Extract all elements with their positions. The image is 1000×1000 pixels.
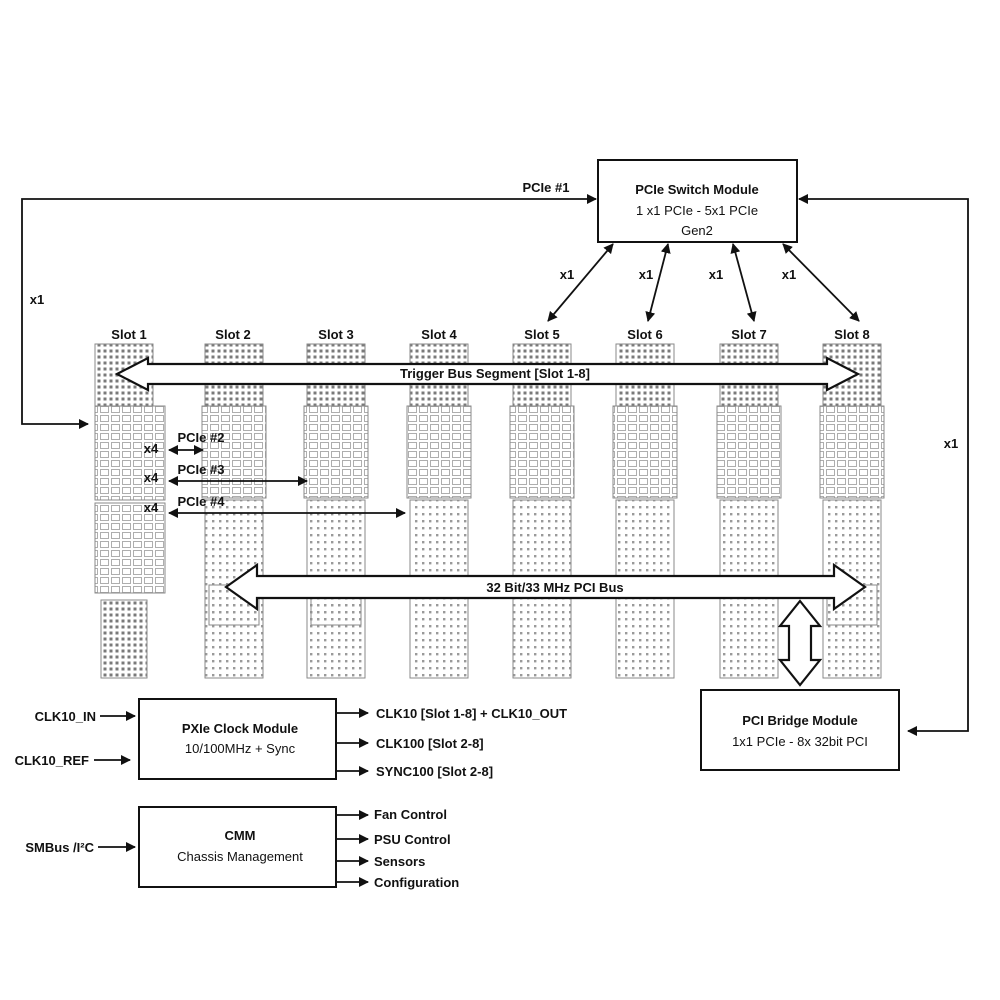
pcie3-label: PCIe #3 bbox=[178, 462, 225, 477]
clk10-out-label: CLK10 [Slot 1-8] + CLK10_OUT bbox=[376, 706, 567, 721]
pcie1-label: PCIe #1 bbox=[523, 180, 570, 195]
psu-control-label: PSU Control bbox=[374, 832, 451, 847]
pcie2-label: PCIe #2 bbox=[178, 430, 225, 445]
pcie4-label: PCIe #4 bbox=[178, 494, 226, 509]
x1-link-label-slot6: x1 bbox=[639, 267, 653, 282]
slot-label-1: Slot 1 bbox=[111, 327, 146, 342]
slot-8-mid-connector bbox=[819, 405, 885, 499]
trigger-bus-label: Trigger Bus Segment [Slot 1-8] bbox=[400, 366, 590, 381]
slot-label-7: Slot 7 bbox=[731, 327, 766, 342]
x4-label-2: x4 bbox=[144, 470, 159, 485]
slot-label-5: Slot 5 bbox=[524, 327, 559, 342]
clk10-ref-label: CLK10_REF bbox=[15, 753, 89, 768]
slot-5-mid-connector bbox=[509, 405, 575, 499]
slot1-x4-links: x4 x4 x4 PCIe #2 PCIe #3 PCIe #4 bbox=[144, 430, 406, 518]
bridge-bus-arrow bbox=[777, 599, 823, 687]
pcie-switch-module: PCIe Switch Module 1 x1 PCIe - 5x1 PCIe … bbox=[597, 159, 798, 243]
pci-bus-label: 32 Bit/33 MHz PCI Bus bbox=[486, 580, 623, 595]
switch-module-line2: Gen2 bbox=[681, 223, 713, 238]
slot-3-mid-connector bbox=[303, 405, 369, 499]
clk100-label: CLK100 [Slot 2-8] bbox=[376, 736, 484, 751]
slot-1-low-connector bbox=[94, 502, 166, 594]
pcie1-link: PCIe #1 x1 bbox=[21, 180, 597, 429]
clk10-in-label: CLK10_IN bbox=[35, 709, 96, 724]
x1-link-label-slot7: x1 bbox=[709, 267, 723, 282]
slot-2-mid-connector bbox=[201, 405, 267, 499]
cmm-line1: Chassis Management bbox=[177, 849, 303, 864]
smbus-label: SMBus /I²C bbox=[25, 840, 94, 855]
x1-left-label: x1 bbox=[30, 292, 44, 307]
bridge-module-title: PCI Bridge Module bbox=[742, 713, 858, 728]
cmm-title: CMM bbox=[224, 828, 255, 843]
slot-label-4: Slot 4 bbox=[421, 327, 457, 342]
slot-label-3: Slot 3 bbox=[318, 327, 353, 342]
slot-label-2: Slot 2 bbox=[215, 327, 250, 342]
sensors-label: Sensors bbox=[374, 854, 425, 869]
slot-label-8: Slot 8 bbox=[834, 327, 869, 342]
sync100-label: SYNC100 [Slot 2-8] bbox=[376, 764, 493, 779]
slot-7-mid-connector bbox=[716, 405, 782, 499]
slot-1-bottom-connector bbox=[100, 599, 148, 679]
clock-module-line1: 10/100MHz + Sync bbox=[185, 741, 296, 756]
switch-module-title: PCIe Switch Module bbox=[635, 182, 759, 197]
bridge-module-line1: 1x1 PCIe - 8x 32bit PCI bbox=[732, 734, 868, 749]
slot-6-mid-connector bbox=[612, 405, 678, 499]
trigger-bus-arrow: Trigger Bus Segment [Slot 1-8] bbox=[114, 356, 861, 392]
cmm-module: CMM Chassis Management SMBus /I²C Fan Co… bbox=[25, 806, 459, 890]
x1-link-label-slot5: x1 bbox=[560, 267, 574, 282]
switch-module-line1: 1 x1 PCIe - 5x1 PCIe bbox=[636, 203, 758, 218]
slot-4-mid-connector bbox=[406, 405, 472, 499]
clock-module-title: PXIe Clock Module bbox=[182, 721, 298, 736]
x4-label-1: x4 bbox=[144, 441, 159, 456]
pxie-clock-module: PXIe Clock Module 10/100MHz + Sync CLK10… bbox=[15, 698, 567, 780]
slot-connectors bbox=[94, 343, 885, 679]
pci-bridge-module: PCI Bridge Module 1x1 PCIe - 8x 32bit PC… bbox=[700, 689, 900, 771]
switch-slot-links: x1 x1 x1 x1 bbox=[547, 243, 860, 322]
slot-labels: Slot 1 Slot 2 Slot 3 Slot 4 Slot 5 Slot … bbox=[111, 327, 869, 342]
fan-control-label: Fan Control bbox=[374, 807, 447, 822]
configuration-label: Configuration bbox=[374, 875, 459, 890]
x1-right-label: x1 bbox=[944, 436, 958, 451]
x4-label-3: x4 bbox=[144, 500, 159, 515]
x1-link-label-slot8: x1 bbox=[782, 267, 796, 282]
slot-label-6: Slot 6 bbox=[627, 327, 662, 342]
pci-bus-arrow: 32 Bit/33 MHz PCI Bus bbox=[224, 562, 867, 612]
switch-to-bridge-link: x1 bbox=[798, 194, 969, 736]
